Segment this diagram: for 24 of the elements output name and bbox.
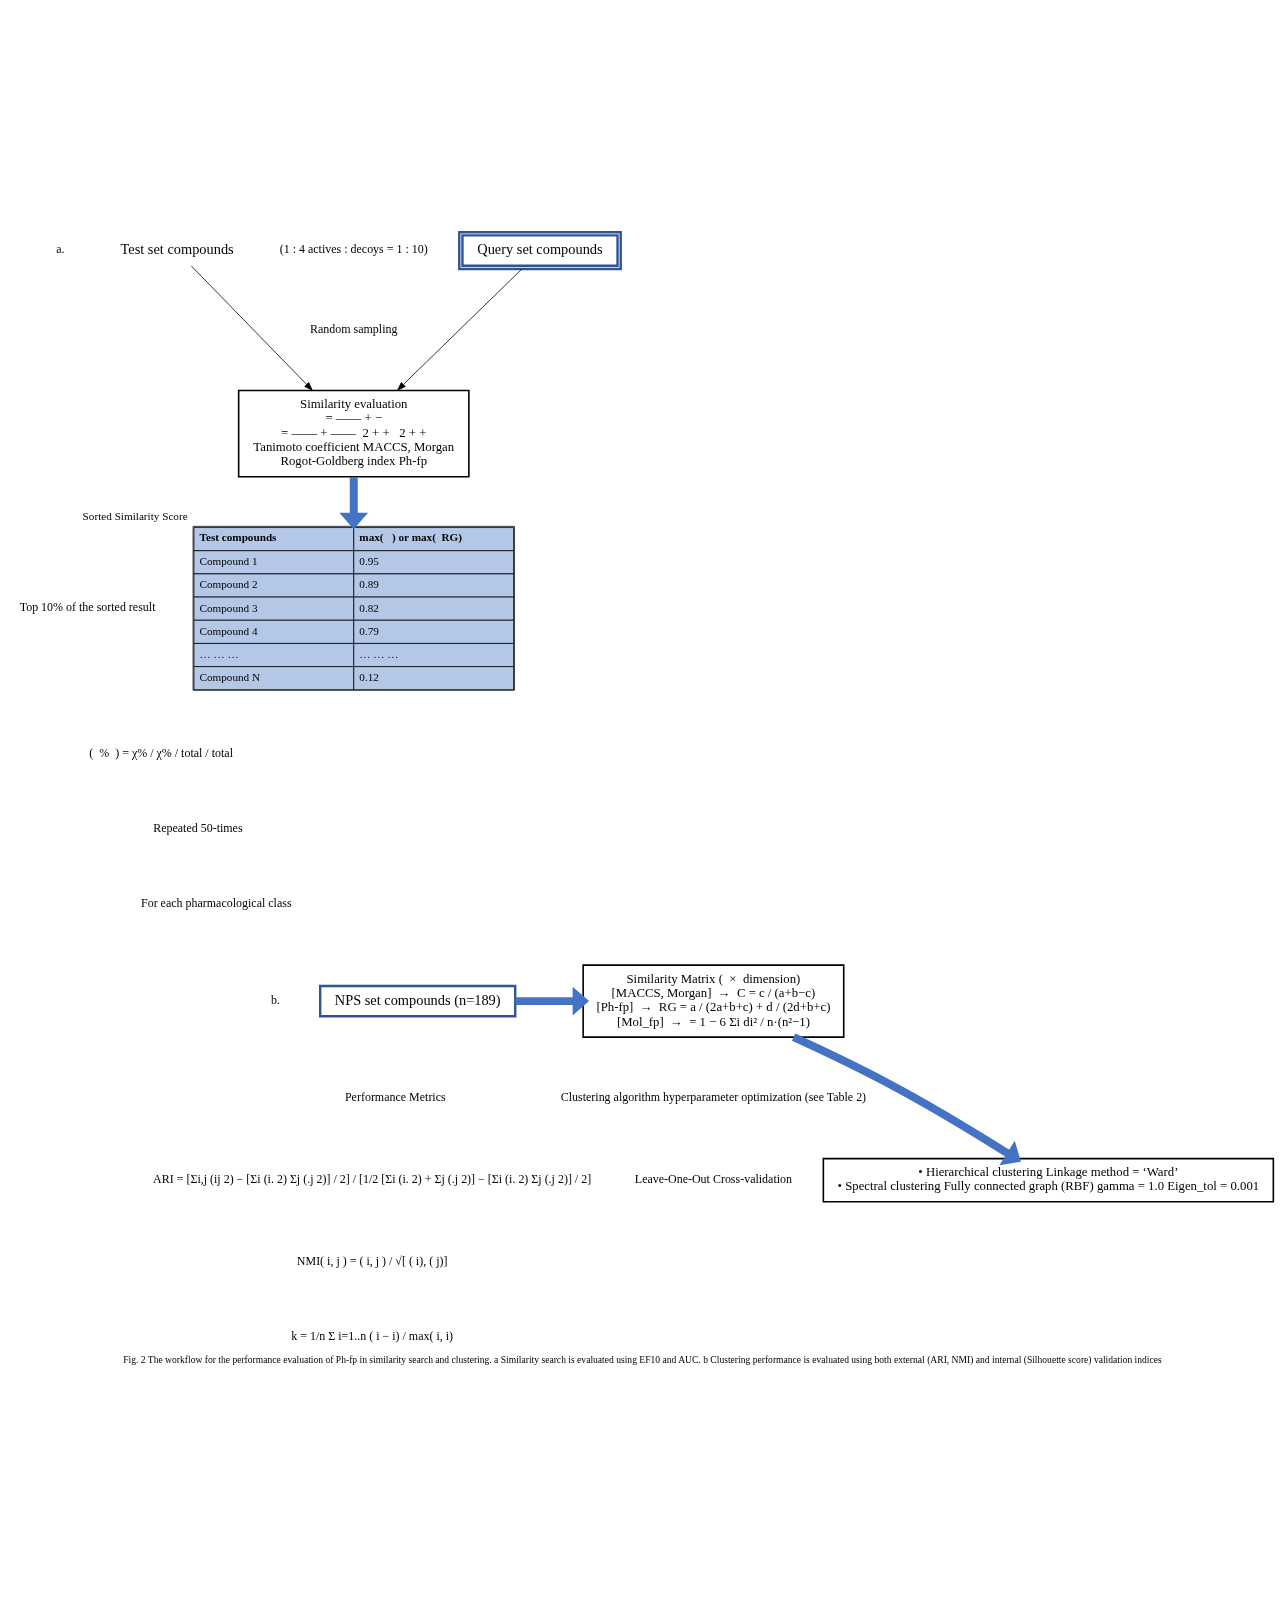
- arrow: [397, 268, 523, 391]
- label: Leave-One-Out Cross-validation: [634, 1171, 793, 1186]
- node-box: Similarity evaluation = —— + − = —— + —— 2 + + 2 + + Tanimoto coefficient MACCS, Morgan Rogot-Goldberg index Ph-fp: [237, 389, 470, 478]
- node-label: Sorted Similarity Score: [82, 509, 188, 522]
- label: Clustering algorithm hyperparameter optimization (see Table 2): [560, 1089, 867, 1104]
- arrow: [791, 1033, 1021, 1165]
- node-box: NPS set compounds (n=189): [319, 984, 517, 1017]
- label: For each pharmacological class: [141, 895, 292, 910]
- label: k = 1/n Σ i=1..n ( i − i) / max( i, i): [291, 1328, 454, 1343]
- label: ( % ) = χ% / χ% / total / total: [89, 745, 233, 760]
- label: ARI = [Σi,j (ij 2) − [Σi (i. 2) Σj (.j 2)] / 2] / [1/2 [Σi (i. 2) + Σj (.j 2)] − [Σi (i. 2) Σj (.j 2)] / 2]: [153, 1171, 592, 1186]
- caption: Fig. 2 The workflow for the performance evaluation of Ph-fp in similarity search and clustering. a Similarity search is evaluated using EF10 and AUC. b Clustering performance is evaluated using both external (ARI, NMI) and internal (Silhouette score) validation indices: [123, 1353, 1162, 1365]
- label: Random sampling: [310, 321, 398, 336]
- label: Top 10% of the sorted result: [19, 599, 156, 614]
- label: NMI( i, j ) = ( i, j ) / √[ ( i), ( j)]: [296, 1253, 448, 1268]
- node-text: Test set compounds: [120, 240, 234, 257]
- label: Repeated 50-times: [153, 820, 243, 835]
- arrow: [190, 265, 313, 391]
- label: (1 : 4 actives : decoys = 1 : 10): [279, 241, 428, 256]
- label: a.: [56, 241, 65, 256]
- node-box: Similarity Matrix ( × dimension) [MACCS, Morgan] → C = c / (a+b−c) [Ph-fp] → RG = a / (2a+b+c) + d / (2d+b+c) [Mol_fp] → = 1 − 6 Σi di² / n·(n²−1): [582, 963, 845, 1038]
- label: b.: [270, 992, 280, 1007]
- node-box: • Hierarchical clustering Linkage method = ‘Ward’ • Spectral clustering Fully connected graph (RBF) gamma = 1.0 Eigen_tol = 0.001: [822, 1157, 1275, 1203]
- label: Performance Metrics: [344, 1089, 446, 1104]
